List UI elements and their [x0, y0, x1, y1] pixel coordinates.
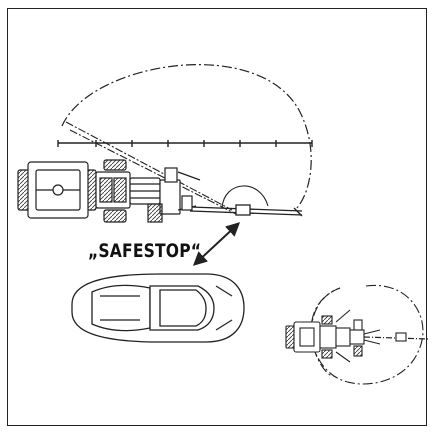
boom-tip-arc	[221, 185, 269, 209]
safestop-label: „SAFESTOP“	[88, 240, 202, 262]
boom-extension-line	[57, 140, 313, 147]
small-tractor-safestop	[285, 284, 429, 385]
boom-arm	[189, 204, 303, 217]
safestop-arrow	[192, 222, 241, 266]
tractor-with-mower	[17, 159, 201, 223]
boom-swing-arc	[61, 64, 312, 211]
car-top-view	[71, 273, 245, 343]
boom-diagonal-lines	[65, 121, 237, 215]
